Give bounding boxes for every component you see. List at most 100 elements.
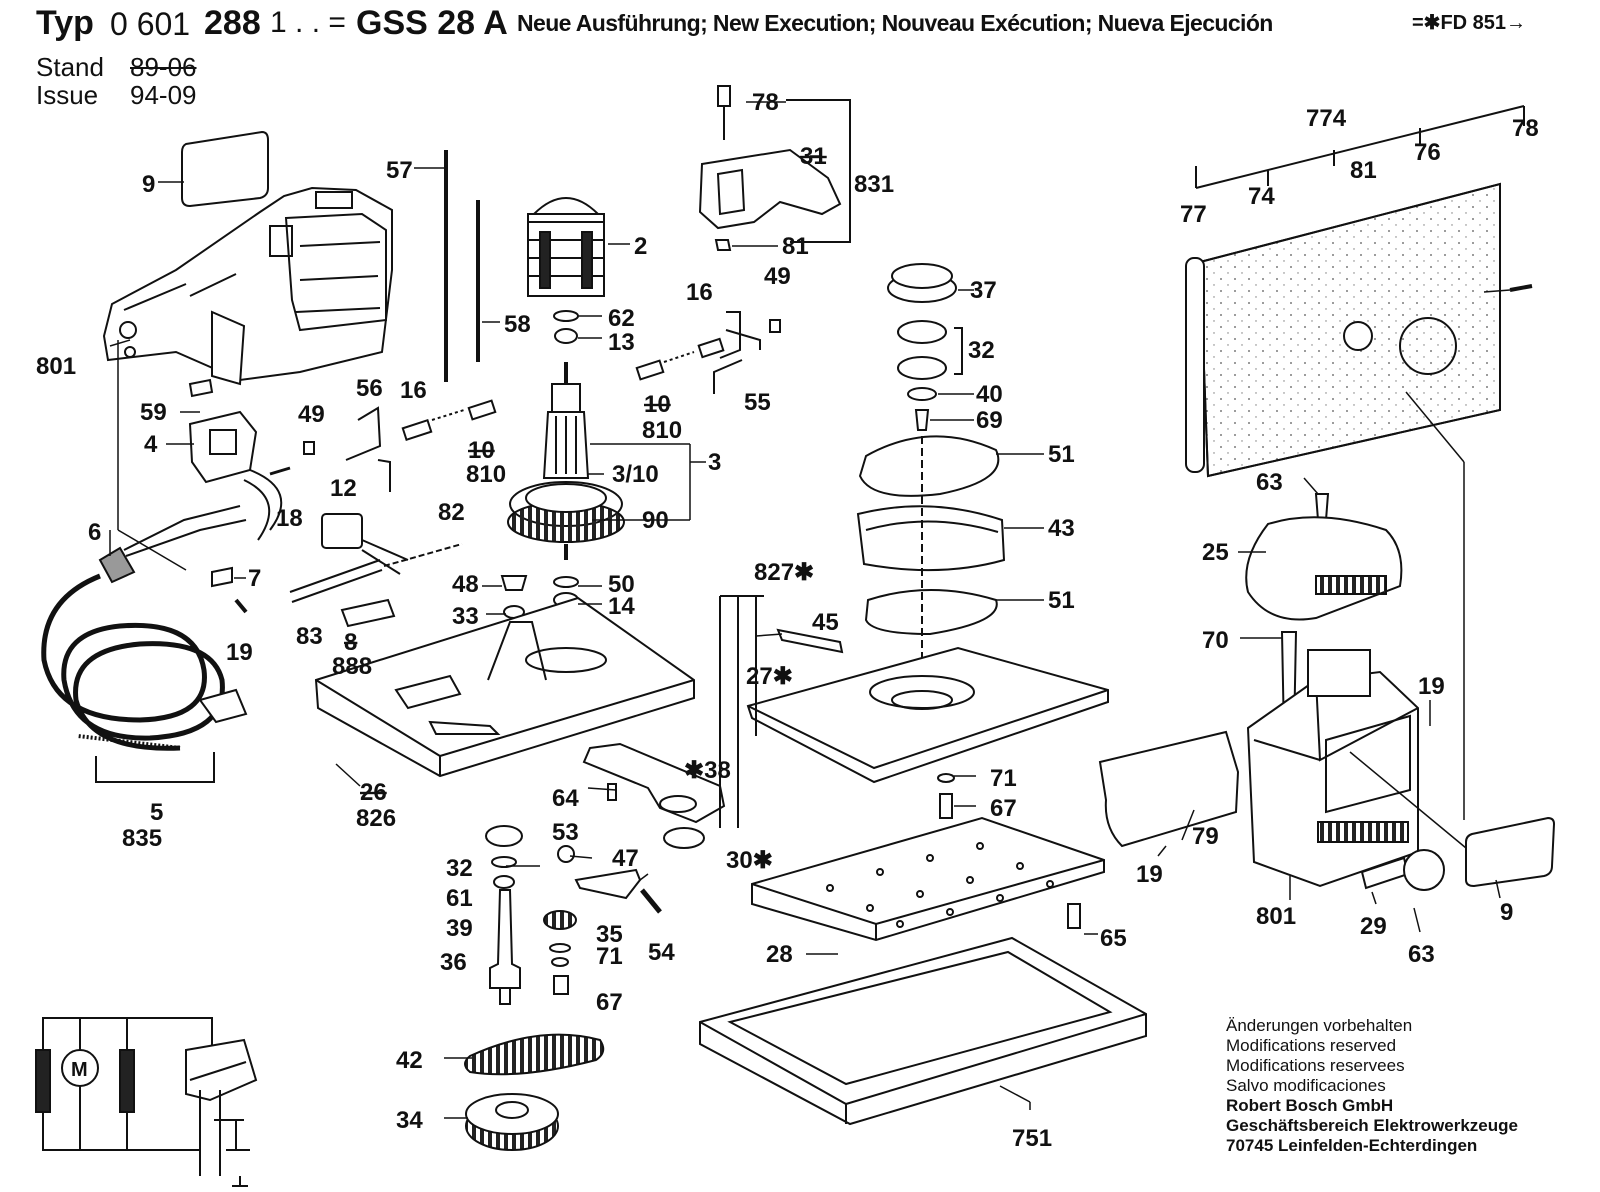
motor-housing-right-part	[1246, 649, 1419, 888]
label-826: 826	[356, 805, 396, 832]
label-76: 76	[1414, 139, 1441, 166]
label-25: 25	[1202, 539, 1229, 566]
label-16-top: 16	[686, 279, 713, 306]
label-4: 4	[144, 431, 158, 458]
label-9-right: 9	[1500, 899, 1513, 926]
label-63-bottom: 63	[1408, 941, 1435, 968]
label-81-top: 81	[782, 233, 809, 260]
stand-label: Stand	[36, 52, 104, 82]
label-55: 55	[744, 389, 771, 416]
footer-line: Änderungen vorbehalten	[1226, 1016, 1413, 1035]
company-address: 70745 Leinfelden-Echterdingen	[1226, 1136, 1478, 1155]
label-81-right: 81	[1350, 157, 1377, 184]
label-54: 54	[648, 939, 675, 966]
typ-number-c: 1 . . =	[270, 6, 346, 39]
wiring-schematic	[35, 1017, 258, 1187]
label-831: 831	[854, 171, 894, 198]
label-27: 27✱	[746, 663, 793, 690]
label-810-top: 810	[642, 417, 682, 444]
label-77: 77	[1180, 201, 1207, 228]
label-19-left: 19	[226, 639, 253, 666]
label-49-left: 49	[298, 401, 325, 428]
stand-value: 89-06	[130, 52, 197, 82]
label-801-right: 801	[1256, 903, 1296, 930]
typ-number-a: 0 601	[110, 6, 191, 42]
label-62: 62	[608, 305, 635, 332]
footer-line: Salvo modificaciones	[1226, 1076, 1386, 1095]
motor-symbol: M	[71, 1059, 88, 1081]
label-51-top: 51	[1048, 441, 1075, 468]
label-64: 64	[552, 785, 579, 812]
label-58: 58	[504, 311, 531, 338]
window-part-9a	[181, 130, 269, 208]
label-10-left: 10	[468, 437, 495, 464]
label-78-right: 78	[1512, 115, 1539, 142]
label-14: 14	[608, 593, 635, 620]
label-801-left: 801	[36, 353, 76, 380]
label-18: 18	[276, 505, 303, 532]
ref-arrow: =✱FD 851→	[1412, 12, 1527, 34]
label-82: 82	[438, 499, 465, 526]
base-plate-part	[314, 596, 695, 778]
label-69: 69	[976, 407, 1003, 434]
label-888: 888	[332, 653, 372, 680]
label-10-top: 10	[644, 391, 671, 418]
housing-part	[102, 186, 393, 386]
sanding-pad-part	[751, 816, 1105, 942]
company-division: Geschäftsbereich Elektrowerkzeuge	[1226, 1116, 1518, 1135]
label-43: 43	[1048, 515, 1075, 542]
label-28: 28	[766, 941, 793, 968]
label-51-bottom: 51	[1048, 587, 1075, 614]
label-12: 12	[330, 475, 357, 502]
field-coil-part	[527, 197, 605, 297]
label-36: 36	[440, 949, 467, 976]
typ-number-b: 288	[204, 4, 261, 42]
label-8: 8	[344, 629, 357, 656]
label-7: 7	[248, 565, 261, 592]
label-65: 65	[1100, 925, 1127, 952]
label-47: 47	[612, 845, 639, 872]
label-74: 74	[1248, 183, 1275, 210]
footer-line: Modifications reservees	[1226, 1056, 1405, 1075]
label-751: 751	[1012, 1125, 1052, 1152]
dust-filter-sheet-part	[1185, 182, 1501, 478]
label-5: 5	[150, 799, 163, 826]
armature-part	[507, 362, 625, 560]
label-13: 13	[608, 329, 635, 356]
label-42: 42	[396, 1047, 423, 1074]
part-labels: 9 57 801 58 2 62 13 16 49 55 10 810 56 1…	[36, 89, 1539, 1152]
label-39: 39	[446, 915, 473, 942]
label-835: 835	[122, 825, 162, 852]
label-71-left: 71	[596, 943, 623, 970]
label-49-top: 49	[764, 263, 791, 290]
label-827: 827✱	[754, 559, 814, 586]
label-40: 40	[976, 381, 1003, 408]
label-61: 61	[446, 885, 473, 912]
model-name: GSS 28 A	[356, 4, 508, 42]
label-16-left: 16	[400, 377, 427, 404]
label-34: 34	[396, 1107, 423, 1134]
label-30: 30✱	[726, 847, 773, 874]
label-3-10: 3/10	[612, 461, 659, 488]
company-name: Robert Bosch GmbH	[1226, 1096, 1394, 1115]
label-56: 56	[356, 375, 383, 402]
label-33: 33	[452, 603, 479, 630]
label-19-bottom: 19	[1136, 861, 1163, 888]
label-6: 6	[88, 519, 101, 546]
label-32-right: 32	[968, 337, 995, 364]
footer-notes: Änderungen vorbehalten Modifications res…	[1226, 1016, 1518, 1156]
power-cable-part	[41, 505, 248, 751]
issue-value: 94-09	[130, 80, 197, 110]
label-67-left: 67	[596, 989, 623, 1016]
label-48: 48	[452, 571, 479, 598]
label-50: 50	[608, 571, 635, 598]
label-63-top: 63	[1256, 469, 1283, 496]
label-83: 83	[296, 623, 323, 650]
label-57: 57	[386, 157, 413, 184]
pulley-part	[465, 1093, 559, 1151]
issue-label: Issue	[36, 80, 99, 110]
label-19-right: 19	[1418, 673, 1445, 700]
label-29: 29	[1360, 913, 1387, 940]
